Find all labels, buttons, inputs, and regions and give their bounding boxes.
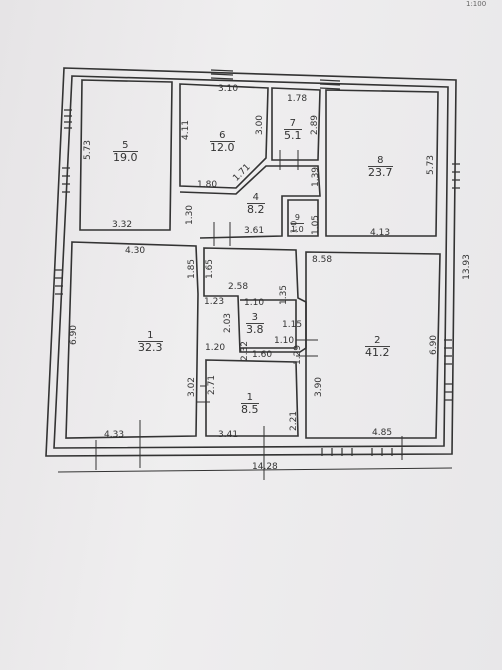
room-number: 1 — [138, 330, 163, 342]
room-number: 8 — [368, 155, 393, 167]
room-9-label: 9 1.0 — [291, 212, 304, 235]
dim-label: 1.05 — [311, 214, 322, 236]
dim-label: 3.32 — [112, 220, 133, 230]
room-6-label: 6 12.0 — [210, 130, 235, 153]
dim-label: 13.93 — [461, 254, 472, 280]
dim-label: 3.61 — [244, 226, 265, 236]
dim-label: 3.41 — [218, 430, 239, 440]
dim-label: 2.71 — [207, 374, 218, 396]
dim-label: 8.58 — [312, 255, 333, 265]
room-number: 5 — [113, 140, 138, 152]
dim-label: 2.32 — [240, 340, 251, 362]
dim-label: 1.0 — [289, 220, 299, 234]
dim-label: 1.65 — [205, 258, 216, 280]
room-number: 9 — [291, 212, 304, 224]
room-8-label: 8 23.7 — [368, 155, 393, 178]
dim-label: 3.02 — [187, 376, 198, 398]
room-number: 3 — [246, 312, 264, 324]
dim-label: 1.60 — [252, 350, 273, 360]
dim-label: 2.21 — [289, 410, 300, 432]
dim-label: 5.73 — [83, 139, 94, 161]
room-7-label: 7 5.1 — [284, 118, 302, 141]
room-area: 23.7 — [368, 166, 393, 179]
room-number: 7 — [284, 118, 302, 130]
room-area: 41.2 — [365, 346, 390, 359]
dim-label: 2.58 — [228, 282, 249, 292]
room-4-label: 4 8.2 — [247, 192, 265, 215]
dim-label: 1.78 — [287, 94, 308, 104]
dim-label: 6.90 — [429, 334, 440, 356]
room-number: 6 — [210, 130, 235, 142]
dim-label: 1.23 — [204, 297, 225, 307]
dim-label: 4.13 — [370, 228, 391, 238]
room-area: 8.2 — [247, 203, 265, 216]
dim-label: 1.35 — [279, 284, 290, 306]
dim-label: 14.28 — [252, 462, 278, 472]
dim-label: 5.73 — [426, 154, 437, 176]
dim-label: 2.89 — [310, 114, 321, 136]
dim-label: 1.80 — [197, 180, 218, 190]
room-1b-label: 1 8.5 — [241, 392, 259, 415]
dim-label: 1.30 — [185, 204, 196, 226]
dim-label: 1.15 — [282, 320, 303, 330]
dim-label: 1.10 — [274, 336, 295, 346]
dim-label: 4.11 — [181, 119, 192, 141]
room-area: 19.0 — [113, 151, 138, 164]
dim-label: 1.85 — [187, 258, 198, 280]
room-2-label: 2 41.2 — [365, 335, 390, 358]
dim-label: 4.85 — [372, 428, 393, 438]
dim-label: 1.10 — [244, 298, 265, 308]
dim-label: 6.90 — [69, 324, 80, 346]
room-area: 12.0 — [210, 141, 235, 154]
room-5-label: 5 19.0 — [113, 140, 138, 163]
room-area: 3.8 — [246, 323, 264, 336]
dim-label: 4.30 — [125, 246, 146, 256]
dim-label: 1.20 — [205, 343, 226, 353]
dim-label: 3.90 — [314, 376, 325, 398]
room-area: 32.3 — [138, 341, 163, 354]
scale-fragment: 1:100 — [466, 0, 487, 8]
room-area: 1.0 — [291, 225, 304, 234]
room-number: 1 — [241, 392, 259, 404]
room-number: 4 — [247, 192, 265, 204]
dim-label: 1.29 — [293, 344, 304, 366]
dim-label: 1.39 — [311, 166, 322, 188]
room-area: 8.5 — [241, 403, 259, 416]
dim-label: 4.33 — [104, 430, 125, 440]
room-area: 5.1 — [284, 129, 302, 142]
dim-label: 2.03 — [223, 312, 234, 334]
room-number: 2 — [365, 335, 390, 347]
dim-label: 3.10 — [218, 84, 239, 94]
room-3-label: 3 3.8 — [246, 312, 264, 335]
dim-label: 3.00 — [255, 114, 266, 136]
room-1-label: 1 32.3 — [138, 330, 163, 353]
